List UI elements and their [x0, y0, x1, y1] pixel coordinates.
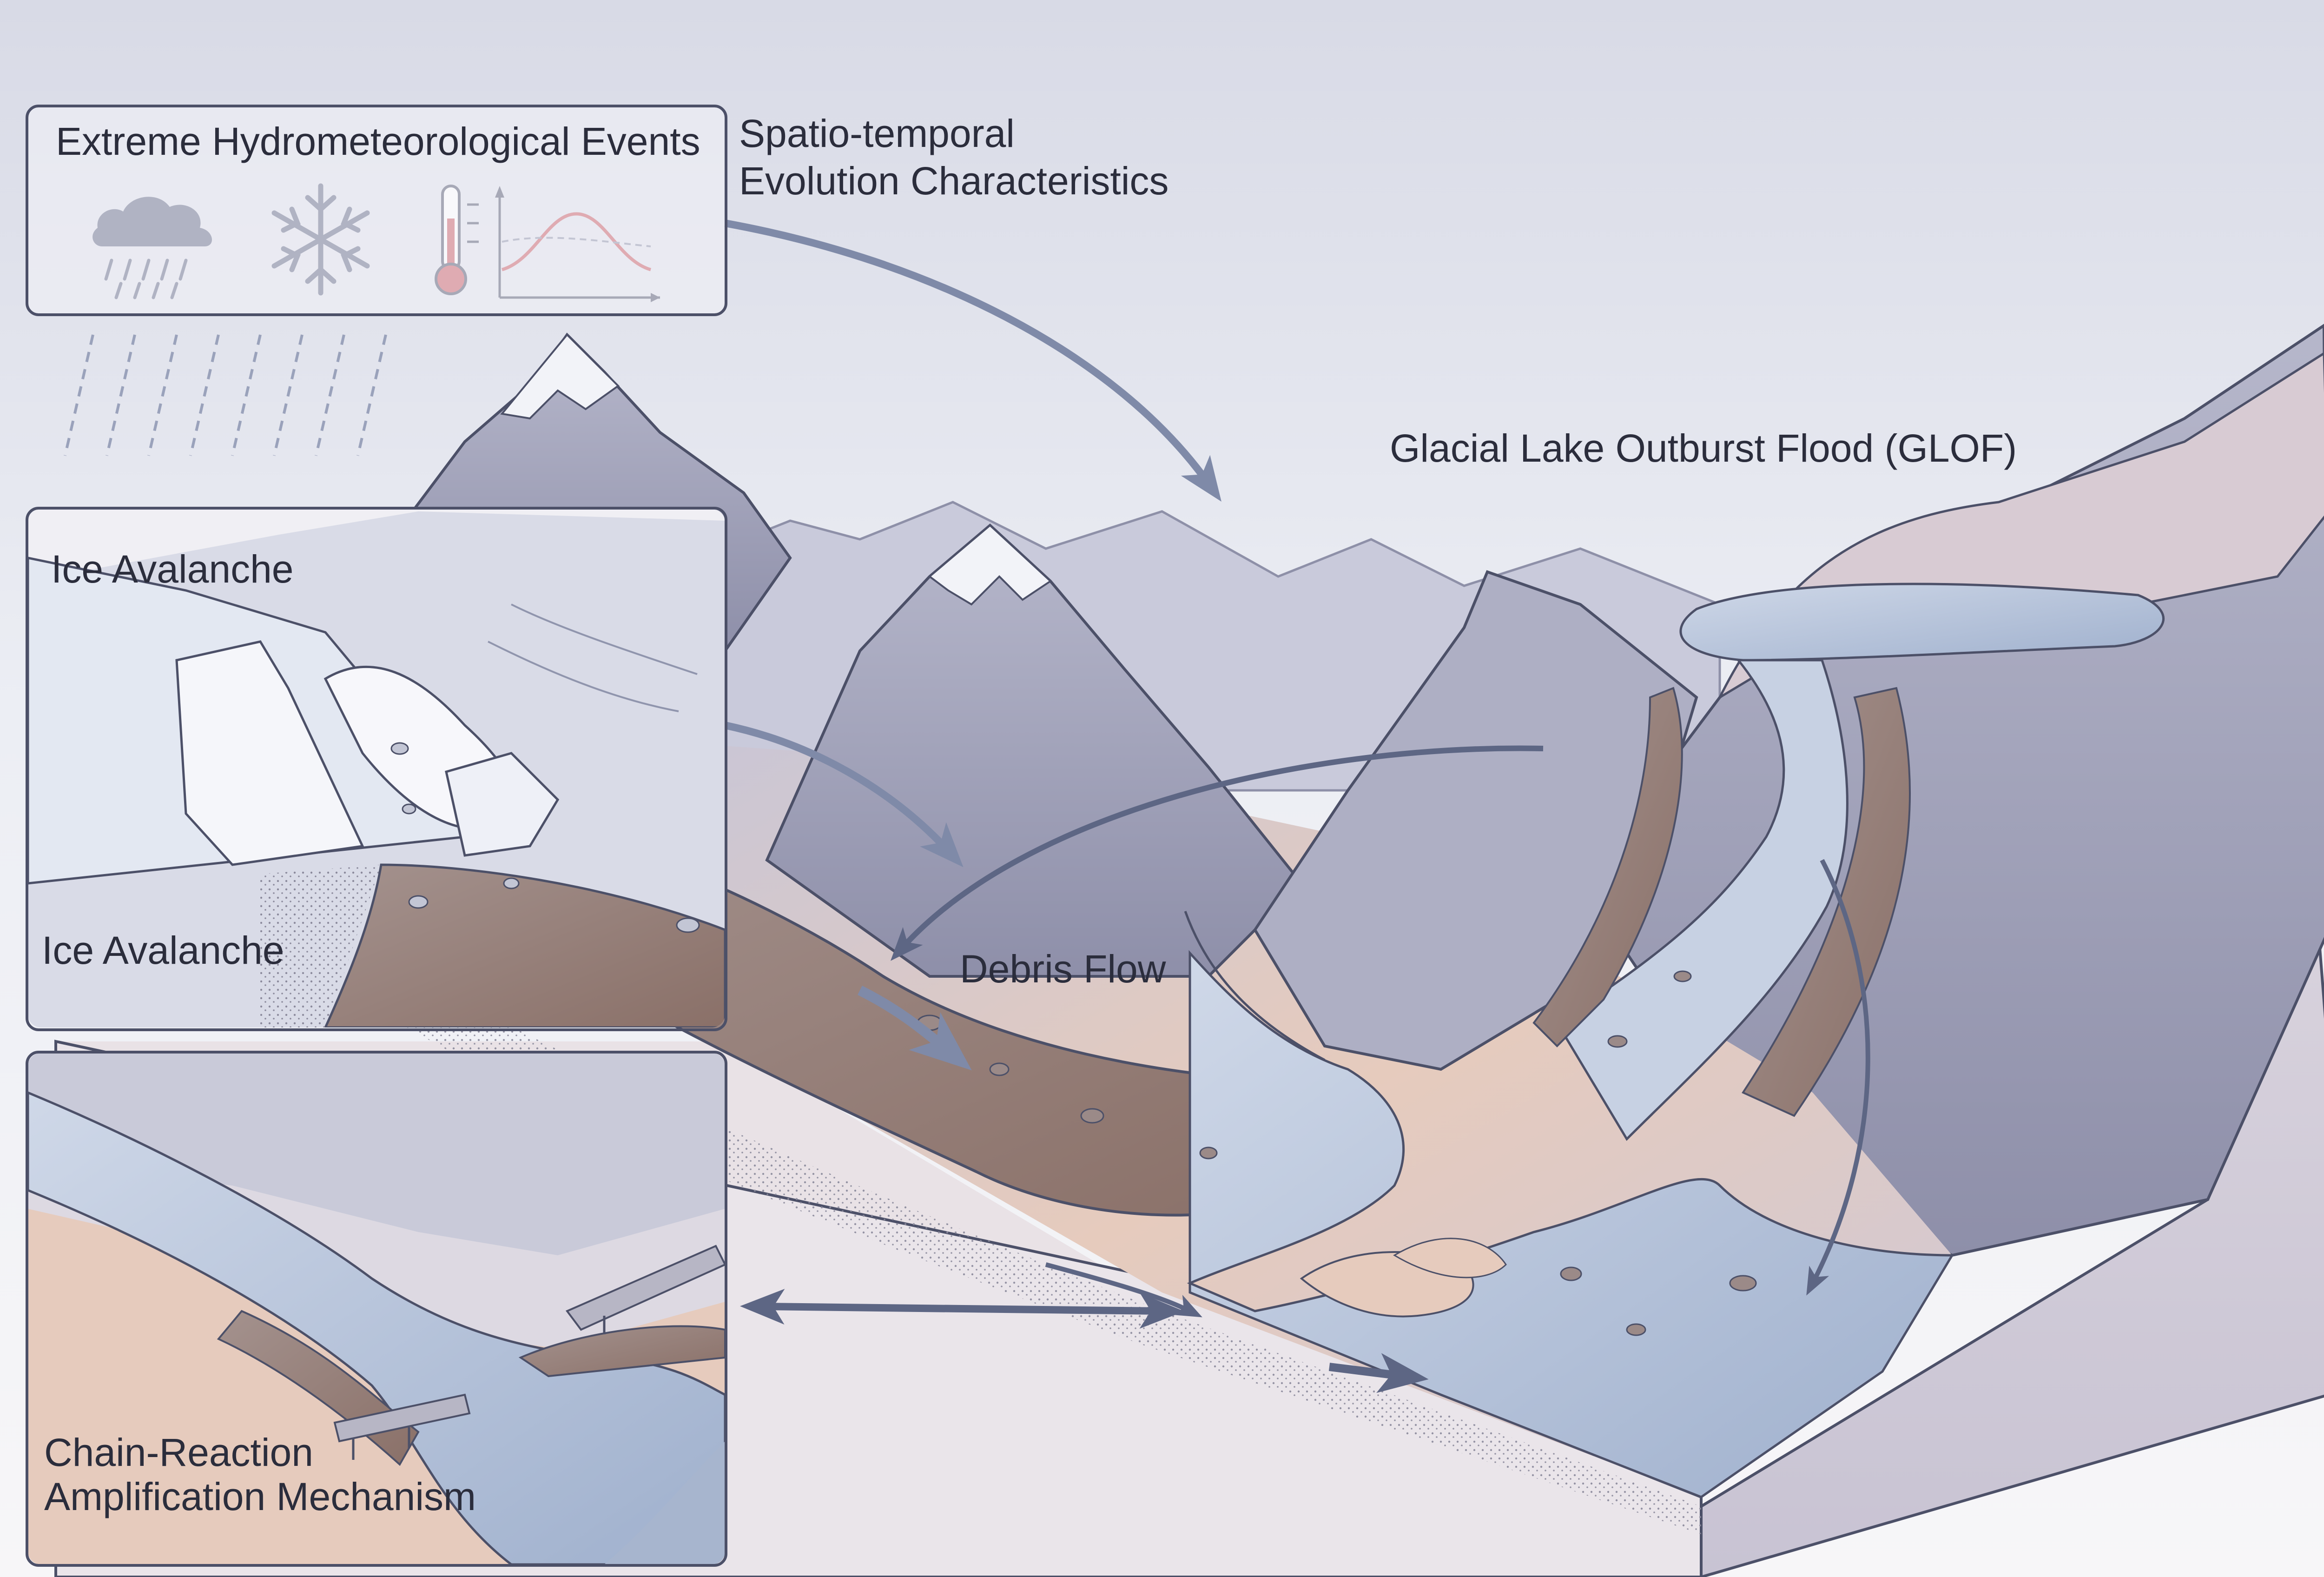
left-peak-snow	[500, 333, 620, 420]
arrow-spatio-to-glof	[724, 219, 1221, 502]
arrow-avalanche-to-valley	[724, 722, 964, 868]
glof-debris-banks-right	[1742, 687, 1911, 1117]
chain-reaction-label-line1: Chain-Reaction	[44, 1431, 313, 1474]
glacial-lake	[1679, 583, 2165, 662]
ice-avalanche-label-top: Ice Avalanche	[51, 547, 294, 591]
events-box	[26, 105, 727, 316]
spatio-temporal-label-line1: Spatio-temporal	[739, 112, 1015, 155]
arrow-debris-down	[858, 986, 972, 1071]
river-channel	[1184, 911, 1326, 1061]
chain-reaction-inset	[26, 1051, 727, 1567]
ice-avalanche-inset-art	[28, 509, 725, 1027]
rain-streaks	[64, 334, 387, 456]
arrow-chain-bidirectional	[740, 1289, 1184, 1329]
ice-avalanche-label-bottom: Ice Avalanche	[42, 928, 284, 972]
sediment-layer	[270, 883, 1701, 1534]
debris-flow-label: Debris Flow	[960, 947, 1166, 991]
glof-label: Glacial Lake Outburst Flood (GLOF)	[1390, 426, 2017, 470]
arrow-glof-to-debris	[890, 745, 1544, 961]
ice-avalanche-inset	[26, 507, 727, 1031]
middle-peak-snow	[928, 524, 1052, 606]
events-title: Extreme Hydrometeorological Events	[56, 119, 700, 163]
spatio-temporal-label-line2: Evolution Characteristics	[739, 159, 1169, 203]
glof-debris-banks	[1532, 687, 1683, 1047]
arrow-mid-flow	[1045, 1262, 1202, 1318]
glof-outflow	[1555, 659, 1849, 1141]
arrow-downstream	[1328, 1353, 1429, 1393]
chain-reaction-label-line2: Amplification Mechanism	[44, 1475, 476, 1518]
mid-bar-2	[1393, 1238, 1507, 1279]
middle-peak	[765, 523, 1304, 978]
chain-reaction-inset-art	[28, 1053, 725, 1564]
arrow-glof-to-outlet	[1806, 859, 1870, 1296]
